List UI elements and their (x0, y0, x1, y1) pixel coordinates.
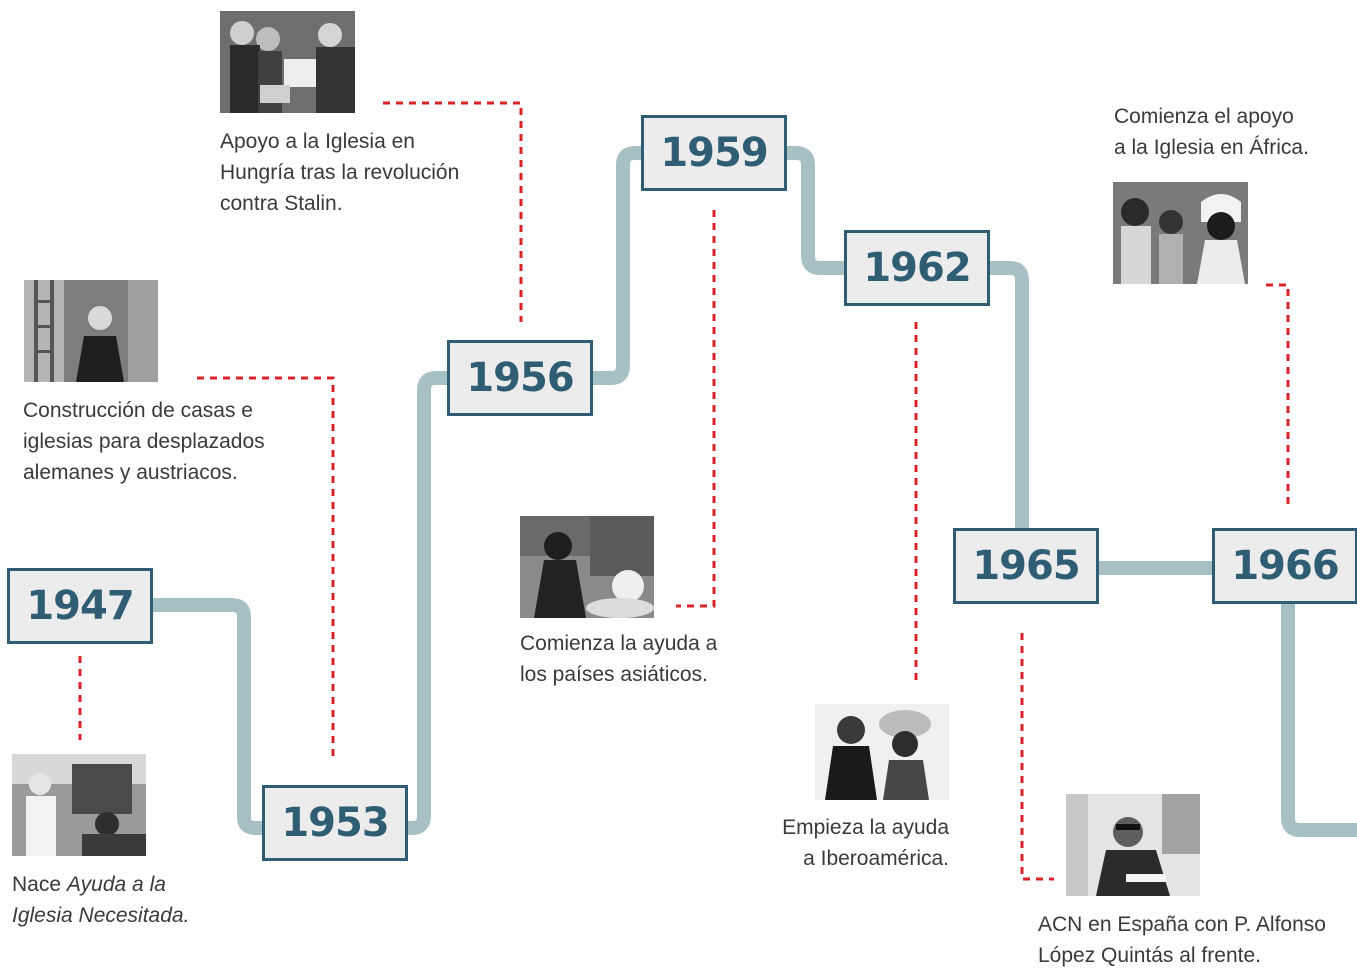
spain-photo (1066, 794, 1200, 896)
caption-1966-line: a la Iglesia en África. (1114, 136, 1309, 159)
caption-1959-line: Comienza la ayuda a (520, 632, 718, 655)
hungary-photo (220, 11, 355, 113)
caption-1947-italic-1: Ayuda a la (66, 873, 166, 896)
caption-1956-line: contra Stalin. (220, 192, 343, 215)
year-box-1965: 1965 (953, 528, 1099, 604)
year-box-1953: 1953 (262, 785, 408, 861)
caption-1956: Apoyo a la Iglesia en Hungría tras la re… (220, 126, 459, 219)
caption-1966-line: Comienza el apoyo (1114, 105, 1294, 128)
caption-1953: Construcción de casas e iglesias para de… (23, 395, 265, 488)
caption-1962-line: a Iberoamérica. (803, 847, 949, 870)
caption-1947: Nace Ayuda a la Iglesia Necesitada. (12, 869, 189, 931)
africa-photo (1113, 182, 1248, 284)
construction-photo (24, 280, 158, 382)
caption-1947-italic-2: Iglesia Necesitada. (12, 904, 190, 927)
caption-1953-line: Construcción de casas e (23, 399, 253, 422)
caption-1965-line: ACN en España con P. Alfonso (1038, 913, 1326, 936)
caption-1956-line: Apoyo a la Iglesia en (220, 130, 415, 153)
asia-photo (520, 516, 654, 618)
caption-1962-line: Empieza la ayuda (782, 816, 949, 839)
caption-1965-line: López Quintás al frente. (1038, 944, 1261, 967)
caption-1953-line: alemanes y austriacos. (23, 461, 238, 484)
year-box-1959: 1959 (641, 115, 787, 191)
caption-1959: Comienza la ayuda a los países asiáticos… (520, 628, 717, 690)
caption-1965: ACN en España con P. Alfonso López Quint… (1038, 909, 1326, 971)
year-box-1966: 1966 (1212, 528, 1357, 604)
year-box-1962: 1962 (844, 230, 990, 306)
caption-1956-line: Hungría tras la revolución (220, 161, 460, 184)
caption-1966: Comienza el apoyo a la Iglesia en África… (1114, 101, 1309, 163)
caption-1953-line: iglesias para desplazados (23, 430, 265, 453)
caption-1962: Empieza la ayuda a Iberoamérica. (730, 812, 949, 874)
timeline-path (143, 146, 1357, 837)
caption-1947-prefix: Nace (12, 873, 67, 896)
caption-1959-line: los países asiáticos. (520, 663, 708, 686)
connectors (78, 101, 1290, 881)
latin-america-photo (815, 704, 949, 800)
year-box-1956: 1956 (447, 340, 593, 416)
year-box-1947: 1947 (7, 568, 153, 644)
founding-photo (12, 754, 146, 856)
